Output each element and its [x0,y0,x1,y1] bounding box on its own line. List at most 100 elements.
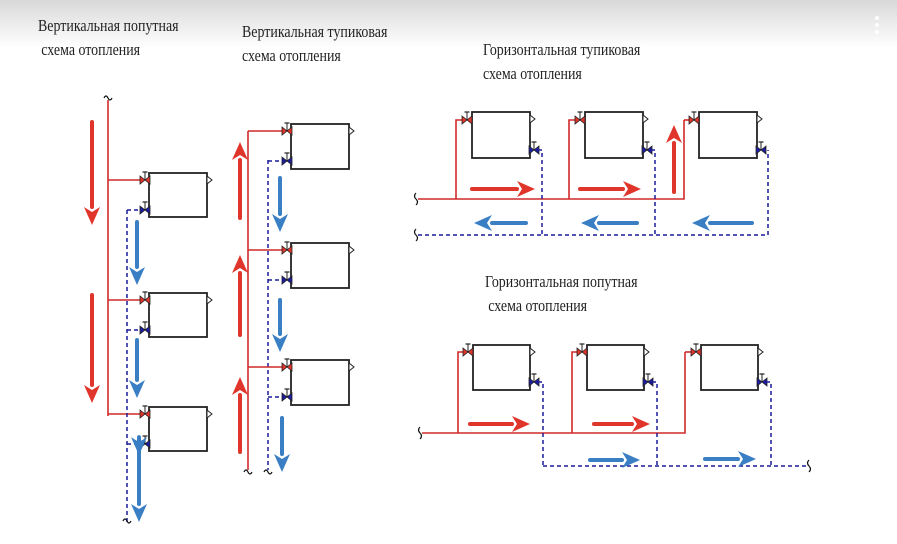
valve-left-triangle [281,275,288,285]
caption-line-2: схема отопления [488,296,588,315]
caption-line-2: схема отопления [242,46,341,65]
radiator-body [290,242,350,289]
radiator-body [472,344,531,391]
more-vertical-icon[interactable] [874,16,880,37]
air-vent-icon [756,113,763,125]
air-vent-icon [529,113,536,125]
arrow-head [692,215,710,231]
valve-left-triangle [281,126,288,136]
air-vent-icon [348,244,355,256]
pipe-break-icon [103,95,113,101]
pipe-break-icon [243,469,253,475]
caption-vertical-parallel: Вертикальная попутная схема отопления [38,14,179,62]
valve-left-triangle [281,245,288,255]
air-vent-icon [642,113,649,125]
return-branch [538,149,543,235]
return-flow-arrow [131,453,147,522]
supply-flow-arrow [84,120,100,225]
valve-icon [688,111,700,125]
valve-left-triangle [139,205,146,215]
arrow-head [131,437,147,456]
valve-right-triangle [144,175,151,185]
pipe-break-icon [413,192,419,206]
return-flow-arrow [581,215,639,231]
valve-icon [281,358,293,372]
valve-right-triangle [695,347,702,357]
return-flow-arrow [272,298,288,352]
arrow-head [272,334,288,352]
arrow-head [581,215,599,231]
return-flow-arrow [588,452,640,468]
valve-left-triangle [755,145,762,155]
supply-flow-arrow [232,142,248,220]
radiator [148,406,213,452]
valve-left-triangle [462,347,469,357]
valve-left-triangle [139,295,146,305]
arrow-head [272,214,288,232]
valve-left-triangle [281,362,288,372]
radiator-body [148,292,208,338]
return-flow-arrow [129,338,145,398]
valve-icon [755,141,767,155]
arrow-head [666,125,682,143]
valve-right-triangle [144,325,151,335]
valve-icon [528,373,540,387]
arrow-head [84,207,100,225]
valve-right-triangle [286,245,293,255]
valve-right-triangle [144,295,151,305]
valve-right-triangle [693,115,700,125]
valve-right-triangle [579,115,586,125]
return-flow-arrow [274,416,290,472]
valve-right-triangle [286,275,293,285]
supply-flow-arrow [470,181,535,197]
valve-left-triangle [139,175,146,185]
radiator [472,344,536,391]
radiator [584,111,649,159]
top-fade-overlay [0,0,897,48]
valve-right-triangle [286,392,293,402]
radiator [471,111,536,159]
return-branch [651,149,656,235]
air-vent-icon [529,346,536,358]
caption-horizontal-deadend: Горизонтальная тупиковая схема отопления [483,38,640,86]
valve-icon [281,388,293,402]
supply-flow-arrow [232,377,248,454]
radiator [148,292,213,338]
return-flow-arrow [474,215,528,231]
arrow-head [474,215,492,231]
valve-left-triangle [688,115,695,125]
arrow-head [517,181,535,197]
return-flow-arrow [129,220,145,285]
valve-icon [281,122,293,136]
radiator [698,111,763,159]
valve-right-triangle [286,362,293,372]
supply-flow-arrow [468,416,530,432]
supply-flow-arrow [84,293,100,403]
caption-vertical-deadend: Вертикальная тупиковая схема отопления [242,20,387,68]
air-vent-icon [348,125,355,137]
caption-line-1: Вертикальная попутная [38,16,179,35]
arrow-head [738,451,756,467]
radiator [290,242,355,289]
supply-branch [455,119,466,199]
return-flow-arrow [692,215,754,231]
pipe-break-icon [806,459,812,473]
radiator [586,344,650,391]
radiator [290,123,355,170]
arrow-head [274,454,290,472]
caption-line-1: Горизонтальная тупиковая [483,40,641,59]
radiator-body [290,123,350,170]
return-flow-arrow [703,451,756,467]
valve-left-triangle [642,377,649,387]
arrow-head [632,416,650,432]
valve-icon [139,405,151,419]
caption-horizontal-parallel: Горизонтальная попутная схема отопления [485,270,638,318]
valve-right-triangle [144,409,151,419]
return-branch [652,381,658,466]
radiator-body [471,111,531,159]
supply-branch [568,119,579,199]
air-vent-icon [206,174,213,186]
arrow-head [232,142,248,160]
supply-main [422,352,686,434]
supply-flow-arrow [578,181,641,197]
